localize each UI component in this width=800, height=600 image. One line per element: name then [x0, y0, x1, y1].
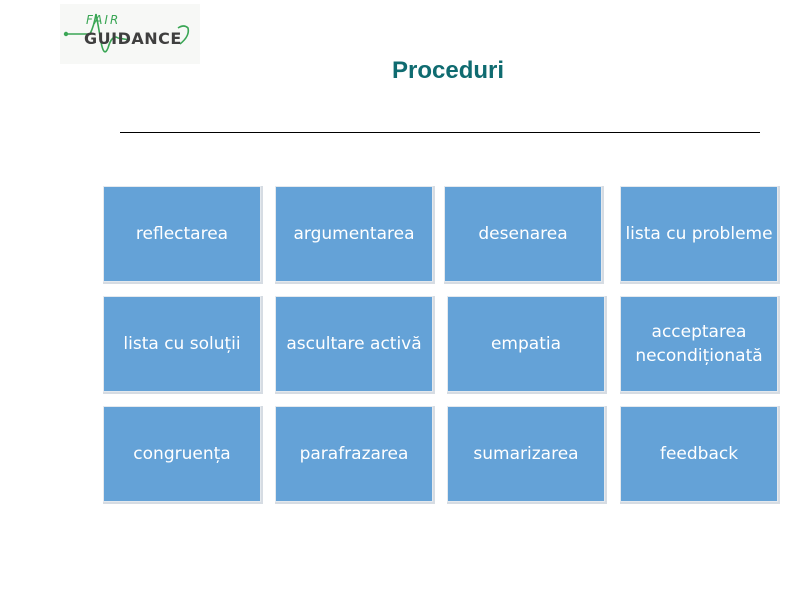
logo-top-text: FAIR: [86, 13, 121, 27]
procedure-tile-parafrazarea: parafrazarea: [276, 407, 432, 501]
procedure-tile-feedback: feedback: [621, 407, 777, 501]
procedure-tile-argumentarea: argumentarea: [276, 187, 432, 281]
logo-main-text: GUIDANCE: [84, 29, 182, 48]
procedure-tile-congruenta: congruența: [104, 407, 260, 501]
procedure-tile-empatia: empatia: [448, 297, 604, 391]
procedure-tile-lista-cu-solutii: lista cu soluții: [104, 297, 260, 391]
logo-waveform-icon: [63, 13, 190, 53]
procedure-tile-acceptarea-neconditionata: acceptarea necondiționată: [621, 297, 777, 391]
procedure-tile-ascultare-activa: ascultare activă: [276, 297, 432, 391]
procedure-tile-lista-cu-probleme: lista cu probleme: [621, 187, 777, 281]
title-divider: [120, 132, 760, 133]
fair-guidance-logo: FAIR GUIDANCE: [60, 4, 200, 64]
procedure-tile-sumarizarea: sumarizarea: [448, 407, 604, 501]
procedure-tile-reflectarea: reflectarea: [104, 187, 260, 281]
slide-title: Proceduri: [391, 57, 505, 84]
procedure-tile-desenarea: desenarea: [445, 187, 601, 281]
